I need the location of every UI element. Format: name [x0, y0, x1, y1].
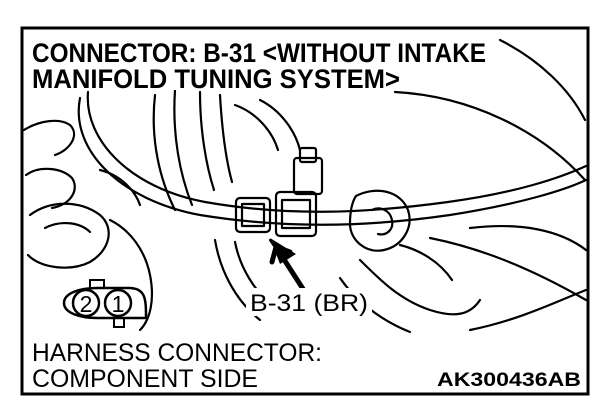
- right-bottom-contour: [468, 288, 588, 332]
- pin-1-label: 1: [112, 291, 125, 317]
- connector-face: [240, 202, 266, 228]
- connector-callout-label: B-31 (BR): [250, 290, 368, 317]
- upper-right-contour: [498, 38, 587, 122]
- callout-label-background: [246, 288, 372, 316]
- caption-line-2: COMPONENT SIDE: [32, 365, 258, 393]
- title-line-2: MANIFOLD TUNING SYSTEM>: [32, 64, 400, 94]
- left-bracket: [108, 218, 154, 332]
- main-harness-upper-edge: [86, 90, 588, 213]
- pin-2-circle: [71, 288, 101, 318]
- component-face: [280, 198, 312, 230]
- tube-2: [173, 88, 194, 207]
- tube-4: [218, 93, 234, 184]
- left-part-1: [22, 119, 76, 157]
- bracket-rib: [398, 243, 454, 282]
- tube-3: [198, 90, 216, 192]
- main-harness-lower-edge: [77, 96, 588, 226]
- right-hose-outer: [393, 90, 587, 182]
- right-lower-contour: [428, 236, 588, 302]
- connector-pin-symbol: 2 1: [62, 279, 148, 328]
- right-bracket-line: [468, 224, 588, 252]
- bracket-mount: [348, 189, 411, 252]
- tube-1: [152, 93, 177, 212]
- engine-bay-illustration: [22, 38, 588, 334]
- title-line-1: CONNECTOR: B-31 <WITHOUT INTAKE: [32, 38, 486, 68]
- connector-housing-left: [234, 196, 272, 234]
- bolt-head: [370, 207, 394, 236]
- title-background: [28, 32, 498, 90]
- caption-line-1: HARNESS CONNECTOR:: [32, 339, 322, 367]
- left-link: [98, 168, 142, 207]
- lower-right-hose: [358, 258, 482, 316]
- figure-code: AK300436AB: [437, 370, 581, 391]
- left-cylinder: [26, 202, 110, 269]
- sensor-body: [292, 156, 324, 196]
- pointer-arrowhead-icon: [270, 238, 296, 264]
- pin-2-label: 2: [80, 291, 93, 317]
- caption-background: [28, 336, 328, 390]
- sensor-cap: [298, 146, 318, 164]
- left-cylinder-detail: [43, 222, 92, 234]
- upper-loop: [258, 98, 302, 152]
- connector-housing-right: [274, 190, 318, 238]
- left-part-2: [24, 167, 76, 210]
- pin-1-circle: [103, 288, 133, 318]
- upper-loop-inner: [233, 103, 280, 152]
